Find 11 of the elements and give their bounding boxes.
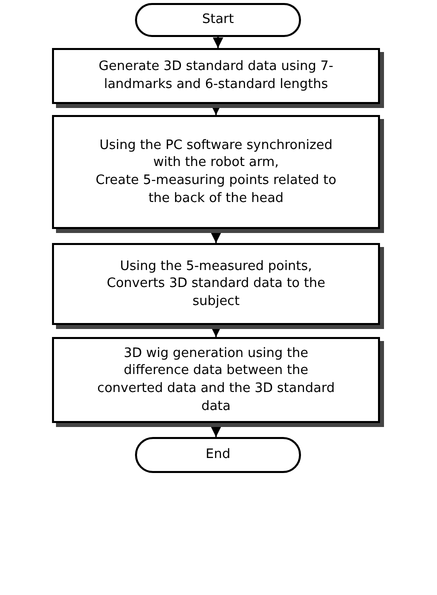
node-text: Create 5-measuring points related to the back of the head [94, 172, 338, 208]
node-text: Generate 3D standard data using 7-landmarks and 6-standard lengths [98, 58, 334, 94]
node-text: Using the 5-measured points, [120, 258, 312, 276]
node-text: 3D wig generation using the difference data between the converted data and the 3D standard data [96, 344, 336, 416]
node-text: Converts 3D standard data to the subject [106, 275, 326, 310]
node-text: Start [202, 11, 234, 29]
terminal-shape [135, 3, 301, 37]
terminal-shape [135, 437, 301, 473]
node-text: Using the PC software synchronized with the robot arm, [98, 136, 334, 172]
arrow [212, 37, 224, 48]
node-text: End [206, 446, 230, 464]
